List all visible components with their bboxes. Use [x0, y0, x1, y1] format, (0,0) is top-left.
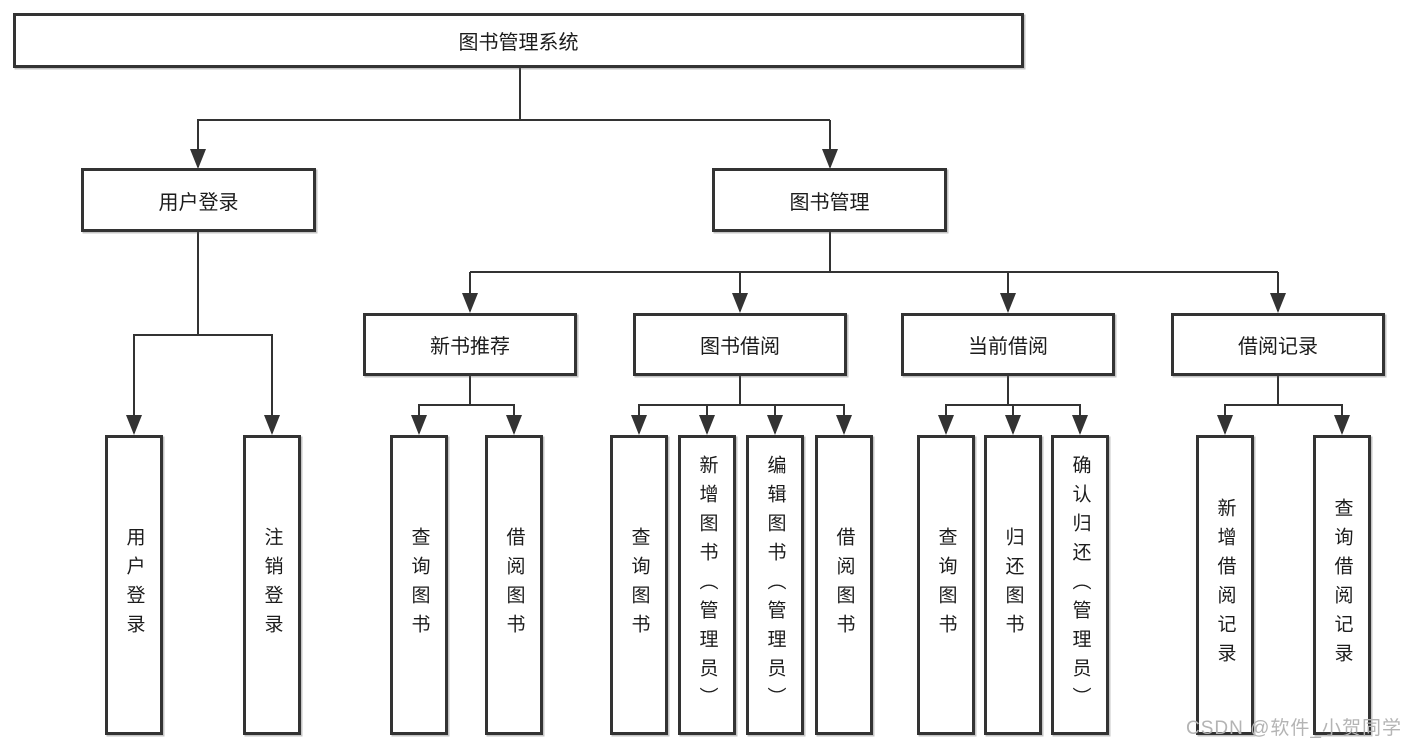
node-label: 编辑图书（管理员） — [764, 454, 786, 716]
node-label: 注销登录 — [261, 527, 283, 643]
leaf-confirm-return-admin: 确认归还（管理员） — [1051, 435, 1109, 735]
node-label: 用户登录 — [158, 191, 239, 214]
node-borrowing-records: 借阅记录 — [1171, 313, 1385, 376]
node-label: 查询借阅记录 — [1331, 498, 1353, 672]
node-label: 确认归还（管理员） — [1069, 454, 1091, 716]
node-label: 查询图书 — [408, 527, 430, 643]
node-book-borrowing: 图书借阅 — [633, 313, 847, 376]
node-current-borrowing: 当前借阅 — [901, 313, 1115, 376]
leaf-return-book: 归还图书 — [984, 435, 1042, 735]
leaf-add-book-admin: 新增图书（管理员） — [678, 435, 736, 735]
leaf-borrow-books-1: 借阅图书 — [485, 435, 543, 735]
node-label: 新增借阅记录 — [1214, 498, 1236, 672]
node-book-management: 图书管理 — [712, 168, 947, 232]
leaf-query-books-3: 查询图书 — [917, 435, 975, 735]
node-label: 查询图书 — [935, 527, 957, 643]
leaf-add-borrow-record: 新增借阅记录 — [1196, 435, 1254, 735]
leaf-borrow-books-2: 借阅图书 — [815, 435, 873, 735]
node-label: 图书管理系统 — [458, 32, 579, 54]
node-label: 借阅图书 — [503, 527, 525, 643]
node-label: 图书借阅 — [700, 336, 780, 358]
node-new-book-recommend: 新书推荐 — [363, 313, 577, 376]
node-user-login: 用户登录 — [81, 168, 316, 232]
leaf-query-borrow-record: 查询借阅记录 — [1313, 435, 1371, 735]
node-label: 新增图书（管理员） — [696, 454, 718, 716]
leaf-user-login: 用户登录 — [105, 435, 163, 735]
node-label: 归还图书 — [1002, 527, 1024, 643]
node-label: 借阅记录 — [1238, 336, 1318, 358]
node-label: 用户登录 — [123, 527, 145, 643]
node-label: 当前借阅 — [968, 336, 1048, 358]
leaf-edit-book-admin: 编辑图书（管理员） — [746, 435, 804, 735]
node-label: 借阅图书 — [833, 527, 855, 643]
leaf-query-books-2: 查询图书 — [610, 435, 668, 735]
leaf-logout: 注销登录 — [243, 435, 301, 735]
node-book-management-system: 图书管理系统 — [13, 13, 1024, 68]
leaf-query-books-1: 查询图书 — [390, 435, 448, 735]
watermark: CSDN @软件_小贺同学 — [1186, 718, 1402, 739]
node-label: 图书管理 — [789, 191, 870, 214]
node-label: 新书推荐 — [430, 336, 510, 358]
node-label: 查询图书 — [628, 527, 650, 643]
